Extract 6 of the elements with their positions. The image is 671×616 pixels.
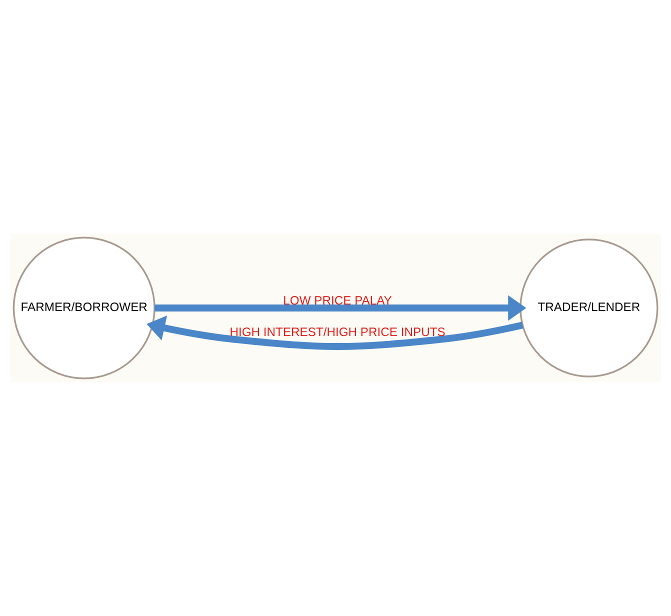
arrow	[146, 316, 524, 350]
node-circle: FARMER/BORROWER	[12, 236, 156, 380]
edge-label: LOW PRICE PALAY	[283, 294, 392, 308]
arrow	[154, 295, 526, 321]
node-circle: TRADER/LENDER	[520, 238, 658, 378]
edge-label: HIGH INTEREST/HIGH PRICE INPUTS	[230, 324, 446, 339]
